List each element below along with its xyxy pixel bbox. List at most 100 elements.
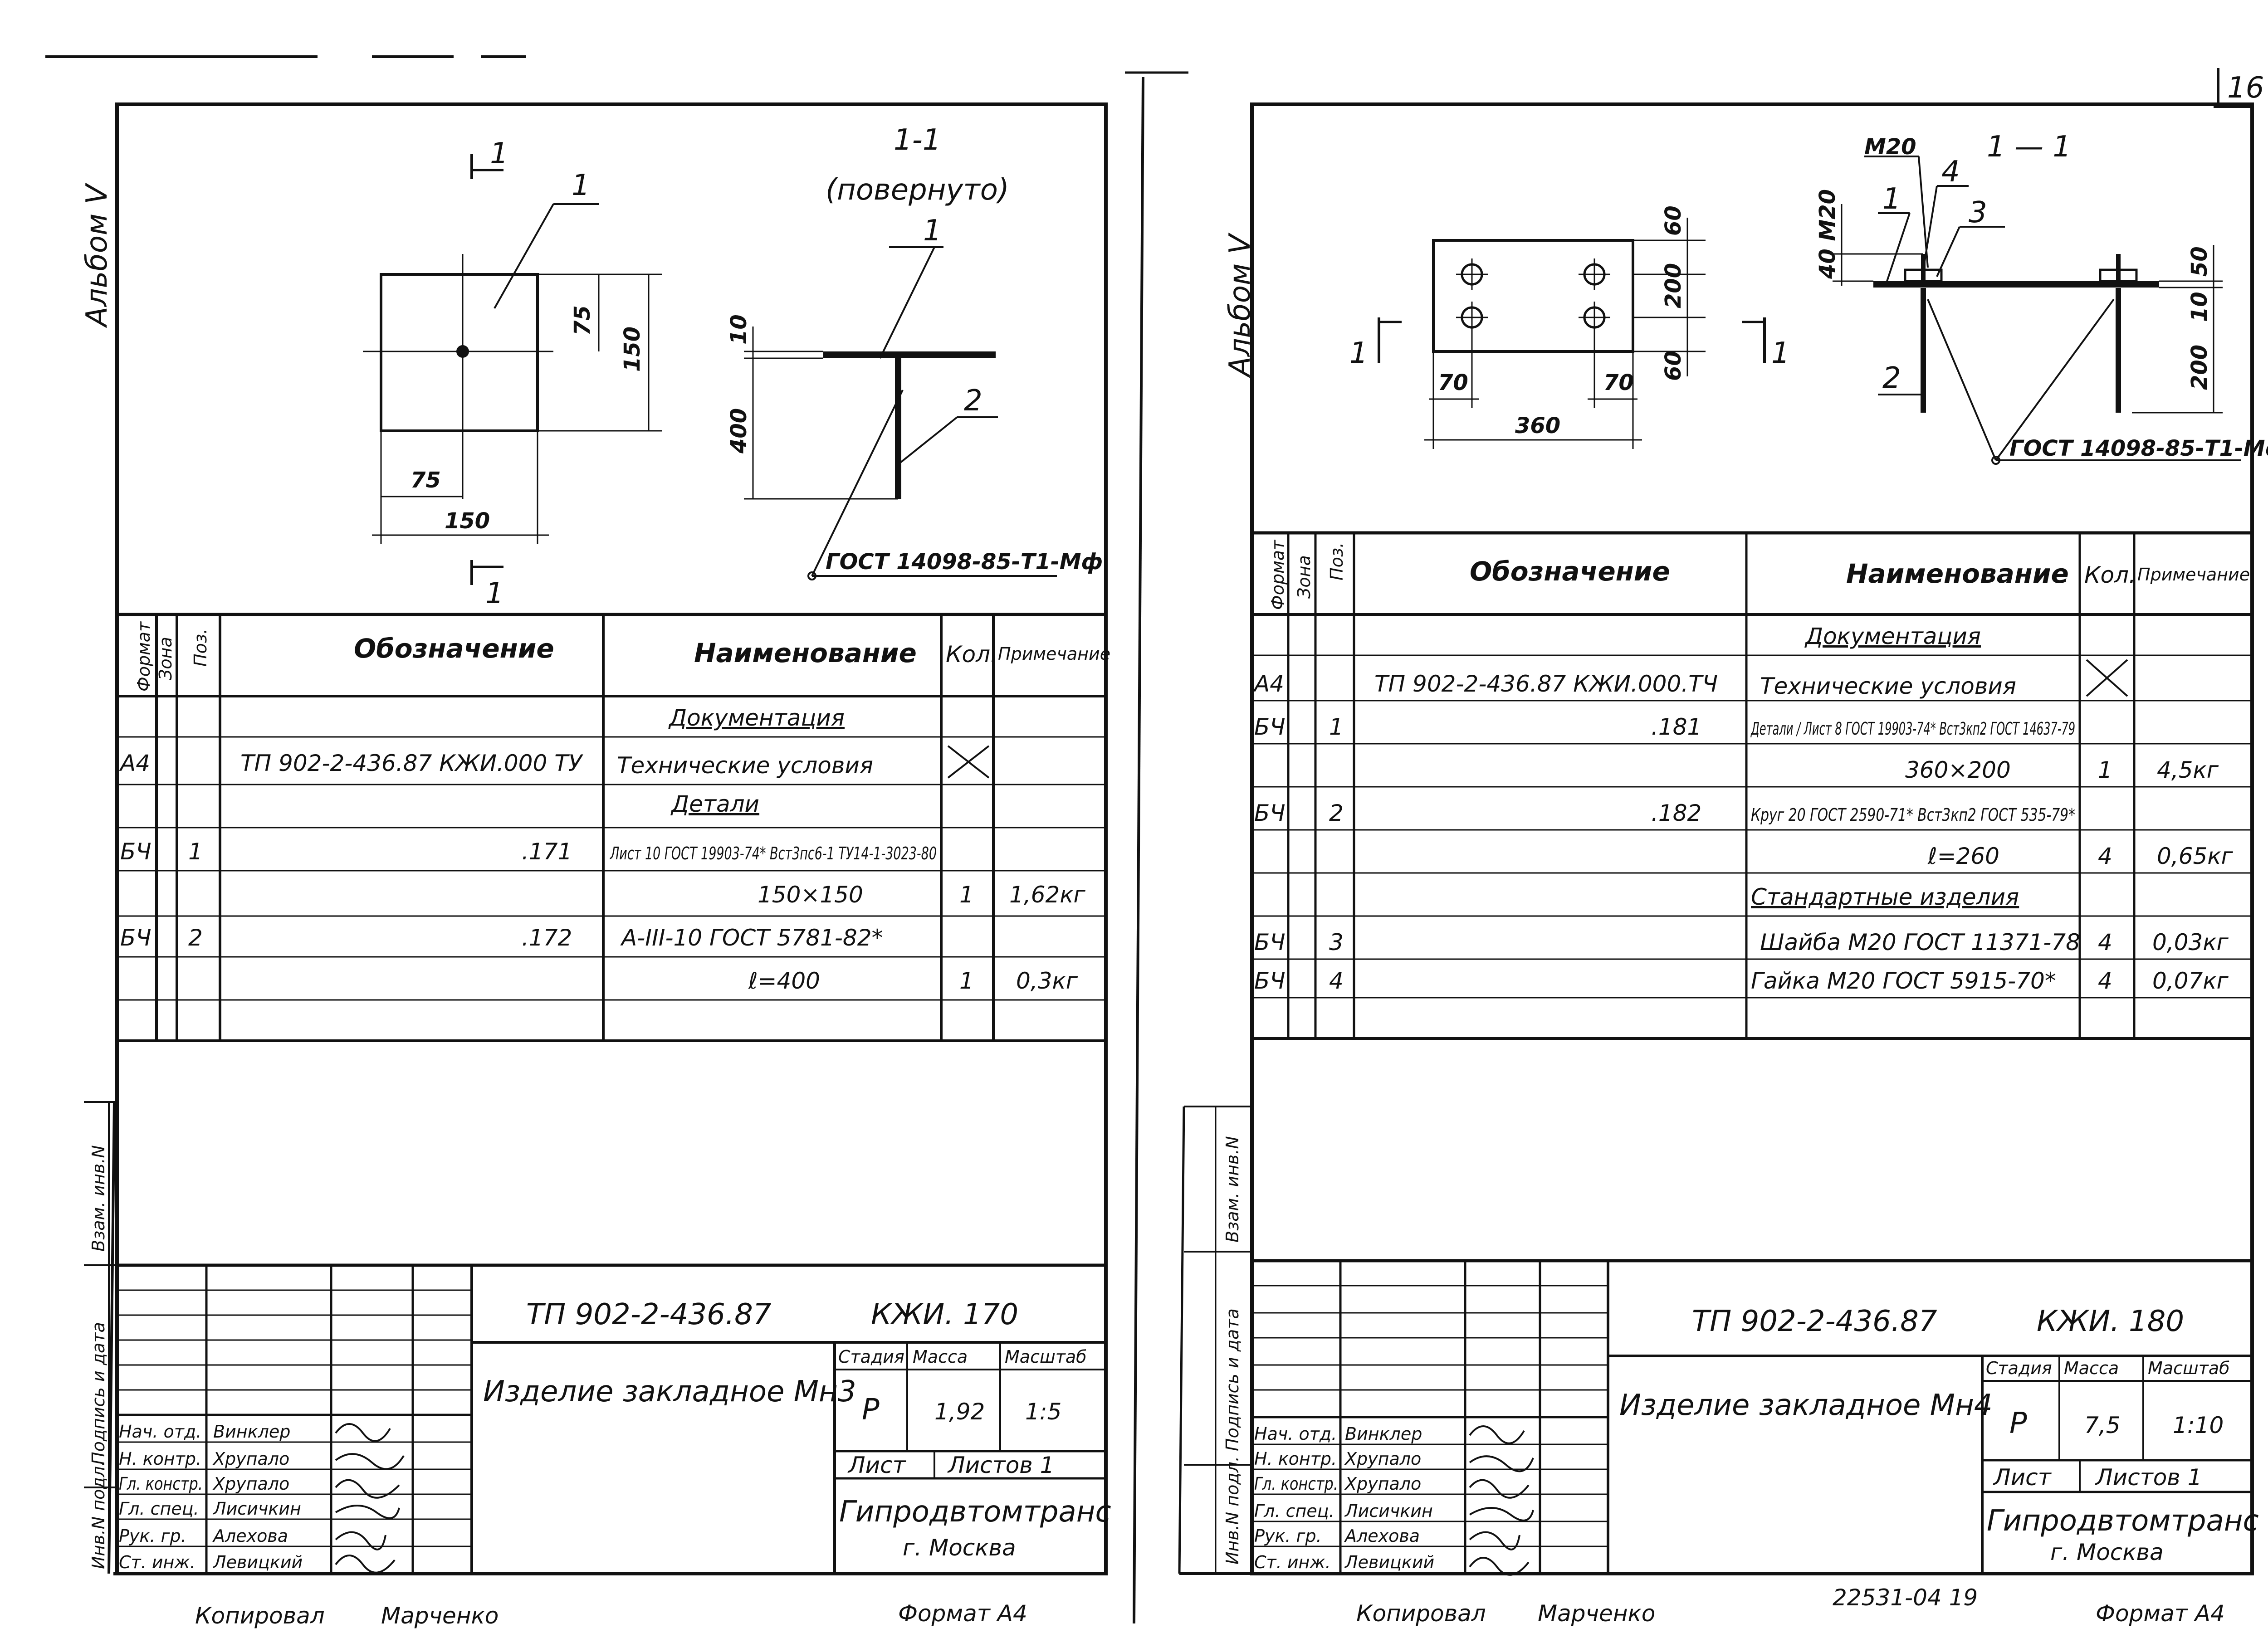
svg-text:Масштаб: Масштаб	[1005, 1347, 1087, 1367]
table-row: 360×200 1 4,5кг	[1905, 757, 2219, 783]
svg-text:А4: А4	[1253, 671, 1284, 697]
callout-plate: 1	[572, 169, 590, 202]
svg-text:1: 1	[1329, 714, 1344, 740]
section-title-right: 1 — 1	[1987, 130, 2071, 164]
svg-text:4: 4	[2098, 843, 2112, 869]
svg-text:60: 60	[1661, 351, 1686, 381]
svg-text:4: 4	[2098, 929, 2112, 955]
svg-text:Хрупало: Хрупало	[212, 1449, 289, 1469]
svg-text:ℓ=260: ℓ=260	[1927, 843, 1999, 869]
svg-text:.172: .172	[522, 925, 572, 951]
svg-text:2: 2	[188, 925, 203, 951]
svg-text:Взам. инв.N: Взам. инв.N	[88, 1145, 108, 1252]
section-title: 1-1	[894, 123, 941, 157]
svg-text:75: 75	[570, 305, 595, 336]
svg-text:Рук. гр.: Рук. гр.	[1254, 1526, 1322, 1546]
svg-text:Поз.: Поз.	[191, 629, 210, 667]
svg-text:Технические условия: Технические условия	[617, 752, 873, 779]
svg-text:70: 70	[1603, 370, 1634, 395]
svg-text:4: 4	[1941, 155, 1960, 189]
svg-text:1: 1	[1882, 182, 1901, 216]
svg-text:3: 3	[1329, 929, 1344, 955]
svg-text:г. Москва: г. Москва	[903, 1535, 1016, 1561]
svg-text:360×200: 360×200	[1905, 757, 2011, 783]
svg-text:150×150: 150×150	[758, 882, 863, 908]
svg-text:Детали / Лист 8 ГОСТ 19903-74*: Детали / Лист 8 ГОСТ 19903-74* Вст3кп2 Г…	[1750, 719, 2075, 739]
svg-text:3: 3	[1969, 196, 1987, 229]
svg-text:Марченко: Марченко	[1538, 1600, 1655, 1627]
svg-text:1: 1	[2098, 757, 2112, 783]
doc-number: 22531-04 19	[1833, 1584, 1978, 1611]
table-row: Детали	[670, 791, 759, 817]
svg-text:Копировал: Копировал	[195, 1603, 325, 1629]
svg-text:7,5: 7,5	[2084, 1412, 2121, 1438]
svg-text:Ст. инж.: Ст. инж.	[119, 1552, 196, 1572]
table-row: 150×150 1 1,62кг	[758, 882, 1086, 908]
table-row: А4 ТП 902-2-436.87 КЖИ.000.ТЧ Технически…	[1253, 659, 2128, 699]
svg-text:Наименование: Наименование	[694, 638, 917, 668]
svg-text:Алехова: Алехова	[1344, 1526, 1420, 1546]
svg-text:4,5кг: 4,5кг	[2157, 757, 2219, 783]
svg-text:400: 400	[726, 408, 752, 454]
svg-text:Хрупало: Хрупало	[1344, 1449, 1421, 1469]
svg-text:Формат А4: Формат А4	[2096, 1600, 2225, 1627]
spec-table-right: Формат Зона Поз. Обозначение Наименовани…	[1252, 531, 2252, 1040]
table-row: БЧ 3 Шайба М20 ГОСТ 11371-78 4 0,03кг	[1254, 929, 2229, 955]
svg-text:Формат: Формат	[134, 621, 154, 692]
svg-text:Н. контр.: Н. контр.	[1254, 1449, 1337, 1469]
svg-text:70: 70	[1438, 370, 1468, 395]
svg-text:150: 150	[445, 508, 490, 534]
svg-text:1: 1	[923, 214, 942, 248]
svg-text:60: 60	[1661, 205, 1686, 236]
svg-text:Масса: Масса	[913, 1347, 968, 1367]
svg-text:Хрупало: Хрупало	[1344, 1474, 1421, 1494]
svg-text:Винклер: Винклер	[213, 1422, 290, 1442]
table-row: БЧ 2 .182 Круг 20 ГОСТ 2590-71* Вст3кп2 …	[1254, 800, 2075, 826]
svg-text:2: 2	[1882, 361, 1901, 395]
svg-text:Нач. отд.: Нач. отд.	[1254, 1424, 1337, 1444]
svg-text:Гл. констр.: Гл. констр.	[119, 1474, 203, 1494]
svg-text:Наименование: Наименование	[1846, 558, 2069, 589]
svg-text:Масштаб: Масштаб	[2148, 1358, 2230, 1378]
svg-text:Документация: Документация	[1804, 623, 1981, 649]
organization-right: Гипродвтомтранс	[1987, 1504, 2259, 1538]
svg-text:Стадия: Стадия	[838, 1347, 904, 1367]
svg-text:Гл. спец.: Гл. спец.	[119, 1499, 199, 1519]
scan-marks	[45, 55, 1188, 1624]
title-block-right: ТП 902-2-436.87 КЖИ. 180 Изделие закладн…	[1252, 1259, 2259, 1576]
svg-text:Зона: Зона	[1294, 555, 1314, 599]
table-row: БЧ 4 Гайка М20 ГОСТ 5915-70* 4 0,07кг	[1254, 968, 2229, 994]
svg-text:Р: Р	[2009, 1407, 2027, 1440]
album-label: Альбом V	[80, 182, 114, 328]
svg-text:1: 1	[1349, 336, 1368, 370]
svg-text:А-III-10 ГОСТ 5781-82*: А-III-10 ГОСТ 5781-82*	[620, 925, 883, 951]
plate-plan-right	[1432, 239, 1634, 353]
svg-text:Лисичкин: Лисичкин	[1344, 1501, 1433, 1521]
organization: Гипродвтомтранс	[839, 1495, 1111, 1529]
svg-text:Листов 1: Листов 1	[947, 1452, 1054, 1478]
svg-text:Примечание: Примечание	[998, 644, 1110, 664]
signatures	[335, 1423, 405, 1574]
bolt-holes	[1456, 258, 1610, 333]
svg-text:10: 10	[2187, 292, 2212, 322]
section-subtitle: (повернуто)	[826, 173, 1009, 207]
svg-text:ТП 902-2-436.87 КЖИ.000.ТЧ: ТП 902-2-436.87 КЖИ.000.ТЧ	[1374, 671, 1718, 697]
svg-text:Левицкий: Левицкий	[1344, 1552, 1434, 1572]
svg-text:Кол.: Кол.	[946, 641, 997, 668]
svg-text:Формат А4: Формат А4	[898, 1600, 1027, 1627]
svg-text:1: 1	[959, 968, 974, 994]
svg-text:Взам. инв.N: Взам. инв.N	[1222, 1136, 1242, 1243]
svg-text:Подпись и дата: Подпись и дата	[1222, 1308, 1242, 1451]
project-number: ТП 902-2-436.87	[526, 1298, 772, 1331]
right-frame	[1250, 102, 2254, 1575]
signatures-right	[1469, 1425, 1534, 1576]
svg-text:Документация: Документация	[668, 705, 845, 731]
svg-text:БЧ: БЧ	[1254, 968, 1286, 994]
svg-text:Лист 10 ГОСТ 19903-74* Вст3пс6: Лист 10 ГОСТ 19903-74* Вст3пс6-1 ТУ14-1-…	[610, 843, 937, 863]
svg-text:Листов 1: Листов 1	[2095, 1464, 2202, 1491]
svg-text:4: 4	[2098, 968, 2112, 994]
table-row: БЧ 2 .172 А-III-10 ГОСТ 5781-82*	[120, 925, 883, 951]
plate-section-right	[1873, 281, 2159, 288]
right-sheet: Альбом V 1 1 60 200 60	[1178, 102, 2268, 1627]
